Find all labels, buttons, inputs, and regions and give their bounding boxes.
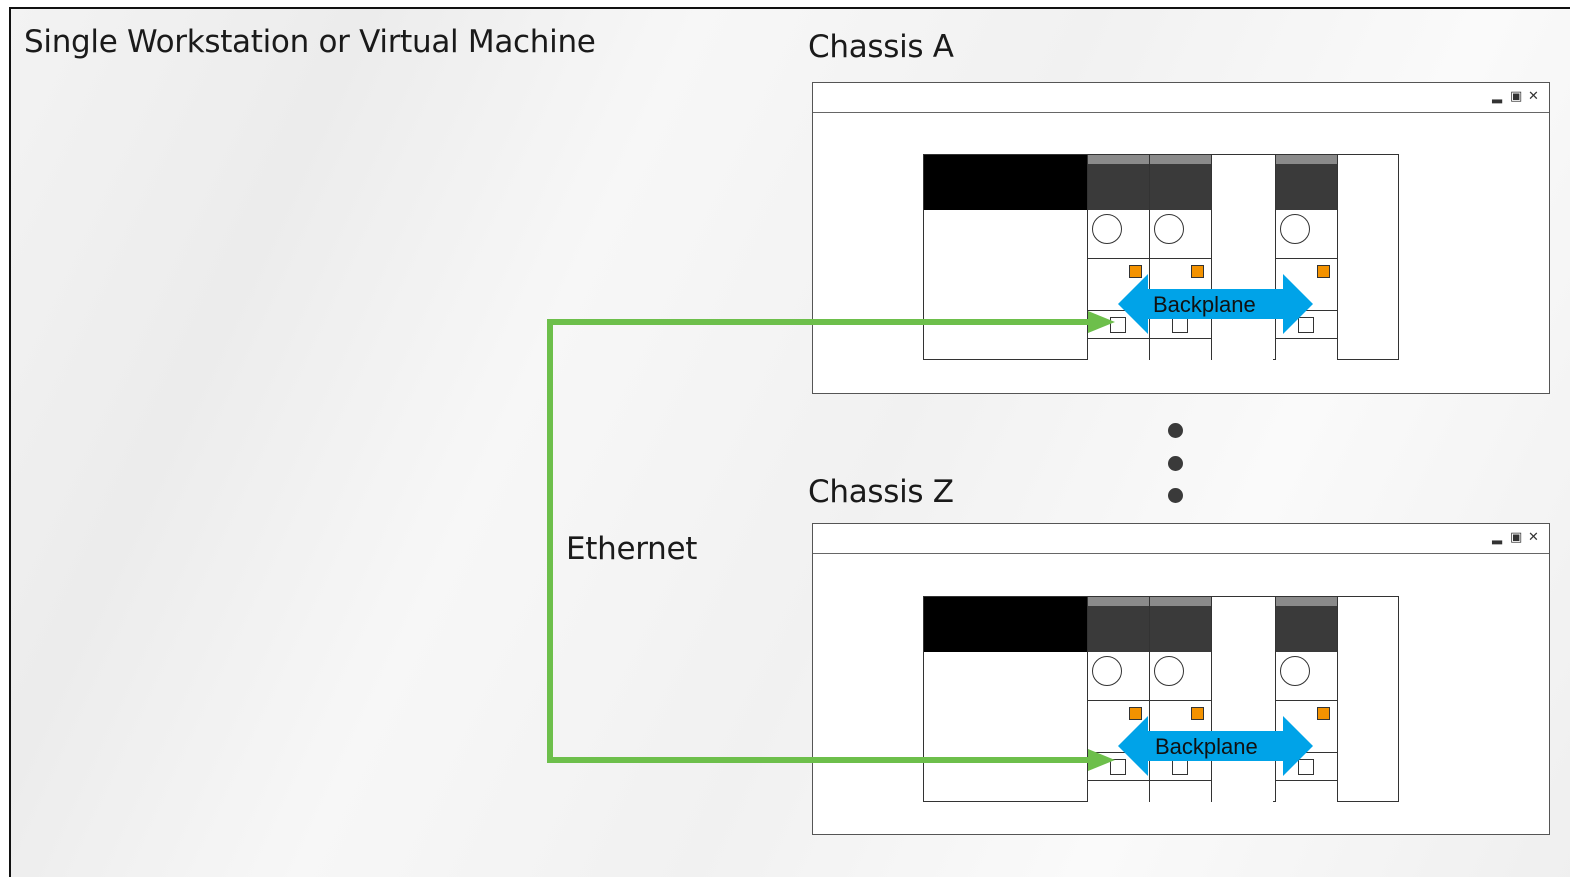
backplane-label-a: Backplane [1153,292,1256,317]
maximize-icon[interactable]: ▣ [1510,530,1523,545]
minimize-icon[interactable]: ▂ [1492,89,1502,104]
status-led [1317,265,1330,278]
ethernet-arrowhead-a [1088,311,1115,333]
backplane-label-z: Backplane [1155,734,1258,759]
power-supply [924,597,1087,652]
module-knob [1154,656,1184,686]
power-supply [924,155,1087,210]
status-led [1129,707,1142,720]
continuation-dot [1168,423,1183,438]
backplane-arrow-z [1118,716,1313,776]
chassis-a-titlebar: ▂ ▣ ✕ [813,83,1549,113]
empty-slot [1211,155,1273,360]
status-led [1191,707,1204,720]
chassis-a-rack [923,154,1399,360]
module-slot-1 [1087,155,1149,360]
close-icon[interactable]: ✕ [1528,530,1539,545]
module-slot-3 [1275,155,1337,360]
workstation-title: Single Workstation or Virtual Machine [24,24,596,60]
module-knob [1092,656,1122,686]
status-led [1317,707,1330,720]
ethernet-port [1110,317,1126,333]
ethernet-port [1110,759,1126,775]
chassis-a-window: ▂ ▣ ✕ [812,82,1550,394]
empty-slot [1211,597,1273,802]
backplane-arrow-a [1118,274,1313,334]
module-slot-1 [1087,597,1149,802]
maximize-icon[interactable]: ▣ [1510,89,1523,104]
close-icon[interactable]: ✕ [1528,89,1539,104]
status-led [1191,265,1204,278]
module-slot-2 [1149,155,1211,360]
status-led [1129,265,1142,278]
ethernet-arrowhead-z [1088,749,1115,771]
module-knob [1092,214,1122,244]
module-port [1298,759,1314,775]
minimize-icon[interactable]: ▂ [1492,530,1502,545]
module-knob [1280,656,1310,686]
module-slot-3 [1275,597,1337,802]
module-knob [1280,214,1310,244]
chassis-z-window: ▂ ▣ ✕ [812,523,1550,835]
module-slot-2 [1149,597,1211,802]
module-port [1298,317,1314,333]
chassis-z-title: Chassis Z [808,474,954,510]
ethernet-line [547,311,1115,771]
chassis-a-title: Chassis A [808,29,954,65]
chassis-z-titlebar: ▂ ▣ ✕ [813,524,1549,554]
continuation-dot [1168,456,1183,471]
ethernet-label: Ethernet [566,531,698,567]
module-knob [1154,214,1184,244]
continuation-dot [1168,488,1183,503]
chassis-z-rack [923,596,1399,802]
